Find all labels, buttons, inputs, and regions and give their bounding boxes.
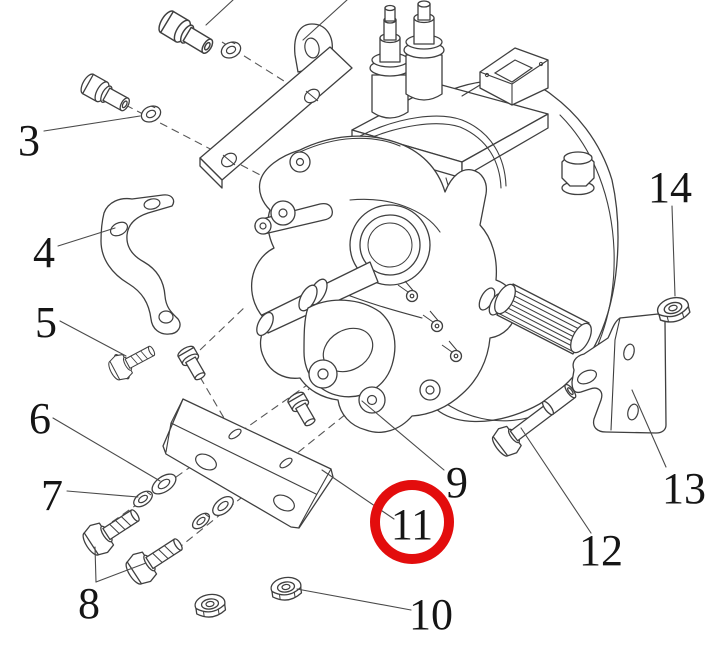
leader-offscreen-2	[302, 0, 348, 41]
part-12-spacer-sleeve	[541, 383, 577, 416]
leader-11	[321, 469, 395, 520]
callout-9: 9	[446, 458, 468, 507]
part-8-bolt-a	[77, 500, 147, 561]
callout-5: 5	[35, 298, 57, 347]
callout-8: 8	[78, 579, 100, 628]
part-5-flange-bolt	[104, 338, 160, 385]
leader-9	[361, 400, 445, 471]
leader-8a	[94, 546, 97, 583]
part-13-right-bracket	[571, 313, 667, 434]
callout-14: 14	[648, 163, 692, 212]
gearbox-shift-tower-b	[403, 0, 445, 101]
gearbox-shift-tower-a	[369, 4, 411, 119]
leader-6	[52, 417, 161, 482]
gearbox-top-socket-mount	[461, 47, 549, 106]
leader-12	[520, 427, 592, 534]
leader-10	[296, 588, 412, 611]
leader-4	[57, 227, 116, 247]
part-3-sleeve-bolt	[77, 71, 134, 117]
leader-13	[631, 389, 667, 468]
upper-mount-bracket	[199, 23, 353, 189]
mounting-bosses	[270, 151, 441, 414]
callout-12: 12	[579, 526, 623, 575]
callout-6: 6	[29, 394, 51, 443]
flat-washer-b	[212, 495, 234, 517]
leader-5	[59, 320, 127, 357]
callout-10: 10	[409, 590, 453, 639]
part-3-washer	[138, 102, 164, 126]
leader-offscreen-1	[205, 0, 234, 26]
leader-3	[43, 115, 141, 132]
part-11-channel-bracket	[162, 398, 334, 529]
lock-washer-b	[191, 512, 211, 530]
part-8-bolt-b	[120, 529, 190, 590]
top-sleeve-bolt-a	[155, 7, 218, 60]
callout-4: 4	[33, 228, 55, 277]
leader-7	[66, 490, 139, 498]
input-shaft	[256, 204, 431, 337]
callout-7: 7	[41, 471, 63, 520]
gearbox-assembly	[250, 0, 619, 433]
part-7-lock-washer	[133, 490, 153, 508]
part-10-flange-nut-a	[193, 591, 228, 620]
leader-14	[671, 205, 676, 297]
red-highlight-circle	[370, 480, 454, 564]
callout-labels: 3 4 5 6 7 8 9 10 11 12 13 14	[18, 116, 706, 639]
oil-filler-plug	[561, 151, 595, 196]
part-9-stud-bolt-a	[175, 343, 210, 384]
callout-11: 11	[391, 500, 433, 549]
callout-13: 13	[662, 464, 706, 513]
leader-lines	[43, 0, 676, 611]
part-4-side-bracket	[100, 194, 181, 335]
part-9-stud-bolt-b	[285, 389, 320, 430]
part-6-flat-washer	[151, 473, 177, 495]
output-splined-shaft	[478, 283, 592, 355]
part-14-flange-nut	[654, 293, 693, 326]
callout-3: 3	[18, 116, 40, 165]
leader-8b	[95, 562, 147, 583]
